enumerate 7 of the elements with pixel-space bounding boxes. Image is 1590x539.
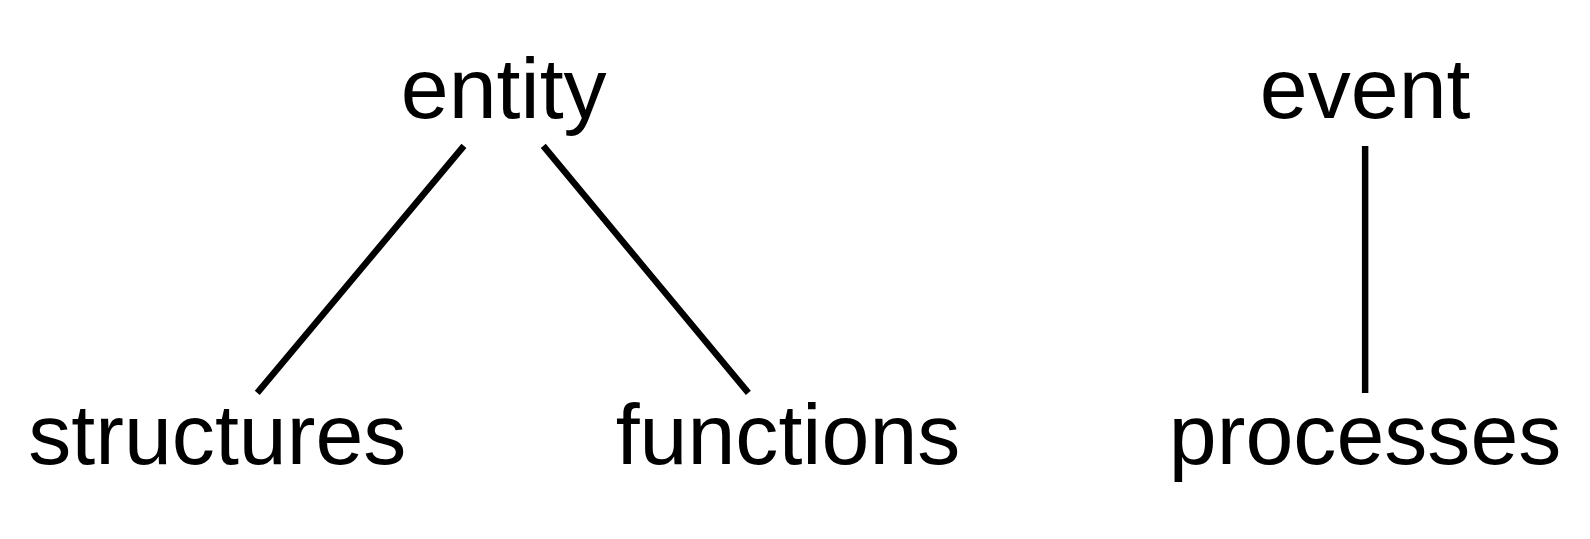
connector [254,143,467,395]
node-text: structures [28,386,407,483]
node-text: processes [1168,386,1562,483]
node-text: event [1259,39,1471,136]
node-text: functions [615,386,961,483]
connector [540,143,751,395]
node-text: entity [400,39,607,136]
